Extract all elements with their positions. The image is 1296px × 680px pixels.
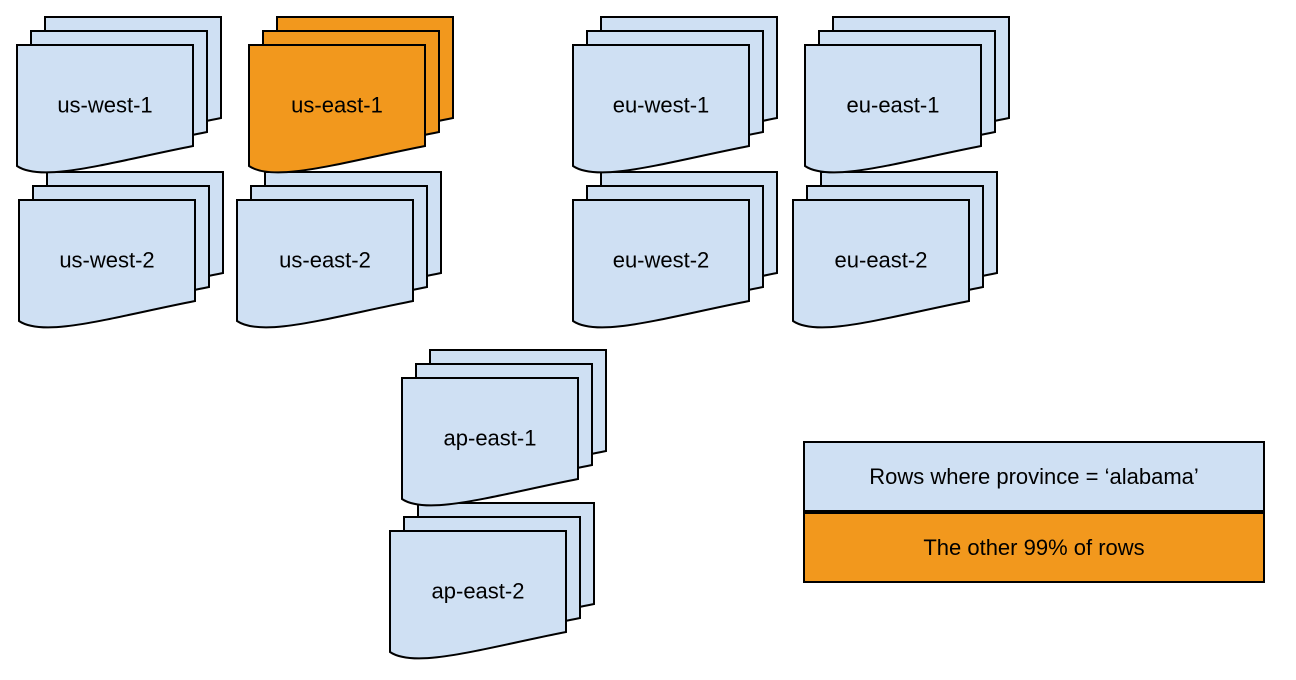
stacked-documents-icon: us-east-2 [236, 171, 442, 329]
region-label: eu-west-1 [613, 93, 710, 118]
region-label: ap-east-2 [432, 579, 525, 604]
legend-item-alabama-rows: Rows where province = ‘alabama’ [803, 441, 1265, 512]
stacked-documents-icon: ap-east-1 [401, 349, 607, 507]
region-stack-us-east-1: us-east-1 [248, 16, 454, 175]
stacked-documents-icon: ap-east-2 [389, 502, 595, 660]
legend-item-label: Rows where province = ‘alabama’ [869, 463, 1199, 489]
region-stack-eu-west-2: eu-west-2 [572, 171, 778, 330]
region-label: us-west-2 [59, 248, 154, 273]
region-label: ap-east-1 [444, 426, 537, 451]
legend-item-label: The other 99% of rows [923, 534, 1145, 560]
stacked-documents-icon: us-west-2 [18, 171, 224, 329]
stacked-documents-icon: eu-east-2 [792, 171, 998, 329]
region-label: us-east-1 [291, 93, 383, 118]
stacked-documents-icon: eu-west-1 [572, 16, 778, 174]
region-stack-ap-east-2: ap-east-2 [389, 502, 595, 661]
region-label: eu-east-1 [847, 93, 940, 118]
stacked-documents-icon: eu-west-2 [572, 171, 778, 329]
region-stack-us-west-2: us-west-2 [18, 171, 224, 330]
region-stack-eu-east-1: eu-east-1 [804, 16, 1010, 175]
region-stack-eu-east-2: eu-east-2 [792, 171, 998, 330]
stacked-documents-icon: eu-east-1 [804, 16, 1010, 174]
legend-item-other-rows: The other 99% of rows [803, 512, 1265, 583]
region-stack-ap-east-1: ap-east-1 [401, 349, 607, 508]
region-stack-eu-west-1: eu-west-1 [572, 16, 778, 175]
stacked-documents-icon: us-west-1 [16, 16, 222, 174]
legend: Rows where province = ‘alabama’ The othe… [803, 441, 1265, 583]
region-label: eu-west-2 [613, 248, 710, 273]
stacked-documents-icon: us-east-1 [248, 16, 454, 174]
region-stack-us-east-2: us-east-2 [236, 171, 442, 330]
region-label: us-east-2 [279, 248, 371, 273]
region-label: eu-east-2 [835, 248, 928, 273]
region-stack-us-west-1: us-west-1 [16, 16, 222, 175]
region-label: us-west-1 [57, 93, 152, 118]
